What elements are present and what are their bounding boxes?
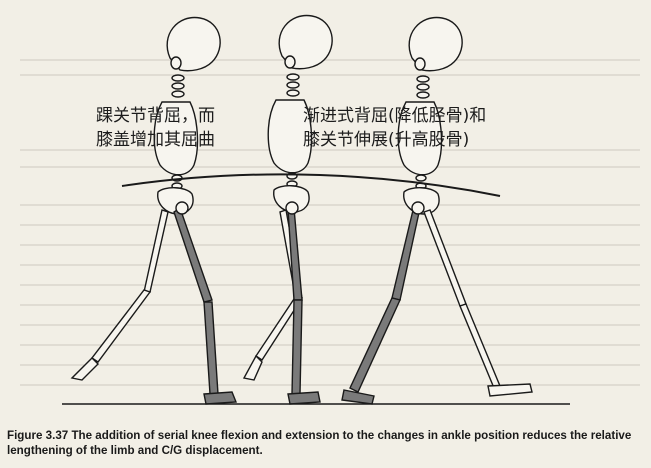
annotation-left-line-1: 踝关节背屈，而 (96, 106, 215, 126)
cg-displacement-arc (121, 173, 501, 197)
figure-caption: Figure 3.37 The addition of serial knee … (7, 428, 647, 458)
figure-caption-text: The addition of serial knee flexion and … (7, 429, 632, 457)
skeleton-figure-2 (242, 14, 333, 405)
skeleton-figure-3 (341, 16, 533, 405)
annotation-left-line-2: 膝盖增加其屈曲 (96, 130, 215, 150)
figure-label: Figure 3.37 (7, 429, 69, 442)
annotation-right-line-1: 渐进式背屈(降低胫骨)和 (303, 106, 487, 126)
annotation-left: 踝关节背屈，而 膝盖增加其屈曲 (96, 104, 215, 152)
annotation-right: 渐进式背屈(降低胫骨)和 膝关节伸展(升高股骨) (303, 104, 486, 152)
skeleton-figure-1 (70, 16, 238, 405)
annotation-right-line-2: 膝关节伸展(升高股骨) (303, 130, 470, 150)
